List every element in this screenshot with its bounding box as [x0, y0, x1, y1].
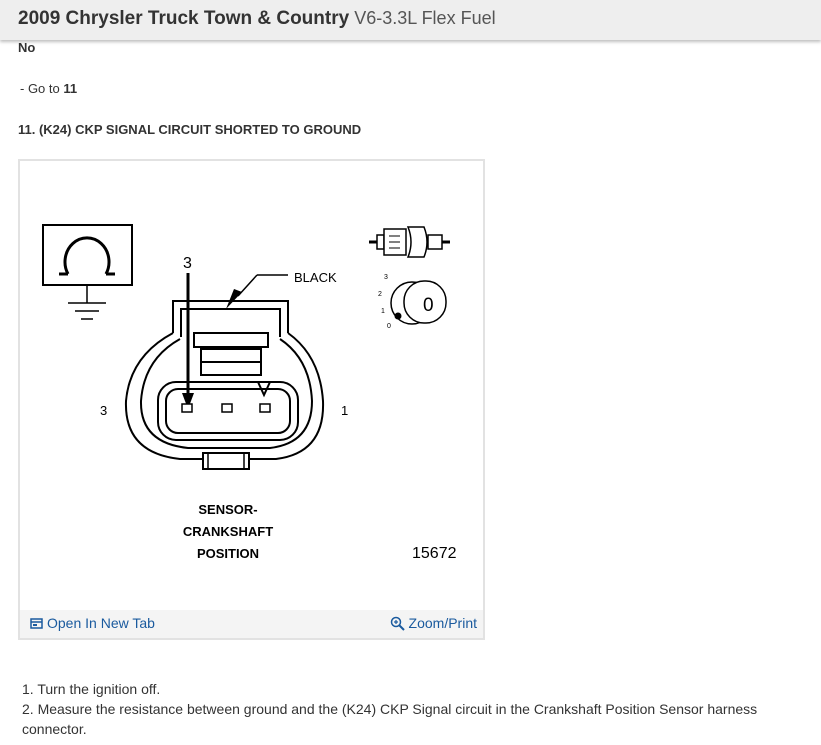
- ignition-pos-1: 1: [381, 308, 385, 315]
- ignition-pos-3: 3: [384, 274, 388, 281]
- open-in-new-tab-link[interactable]: Open In New Tab: [30, 615, 155, 631]
- caption-line-2: CRANKSHAFT: [183, 524, 273, 539]
- ignition-pos-0: 0: [387, 323, 391, 330]
- step-item: 1. Turn the ignition off.: [22, 681, 161, 697]
- key-position-label: 0: [423, 295, 434, 316]
- wire-color-label: BLACK: [294, 270, 337, 285]
- right-pin-label: 1: [341, 403, 348, 418]
- step-heading: 11. (K24) CKP SIGNAL CIRCUIT SHORTED TO …: [18, 122, 362, 137]
- figure-number: 15672: [412, 545, 457, 562]
- instruction-steps: 1. Turn the ignition off. 2. Measure the…: [18, 679, 798, 739]
- open-in-new-tab-label: Open In New Tab: [47, 615, 155, 631]
- ckp-connector-diagram[interactable]: 3 2 1 0 0 3 BLACK: [20, 161, 483, 613]
- caption-line-3: POSITION: [197, 546, 259, 561]
- answer-no: No: [18, 40, 36, 55]
- vehicle-title: 2009 Chrysler Truck Town & Country: [18, 8, 350, 29]
- connector-icon: [369, 226, 450, 258]
- goto-prefix: - Go to: [20, 81, 60, 96]
- caption-line-1: SENSOR-: [198, 502, 257, 517]
- figure-toolbar: Open In New Tab Zoom/Print: [20, 610, 483, 638]
- connector-body: [124, 300, 325, 470]
- figure-panel: 3 2 1 0 0 3 BLACK: [18, 159, 485, 640]
- ignition-key-icon: 3 2 1 0 0: [378, 274, 447, 330]
- zoom-print-link[interactable]: Zoom/Print: [390, 615, 477, 631]
- zoom-print-label: Zoom/Print: [408, 615, 477, 631]
- callout-pin-number: 3: [183, 255, 192, 272]
- ignition-pos-2: 2: [378, 291, 382, 298]
- goto-line: - Go to 11: [20, 81, 77, 96]
- left-pin-label: 3: [100, 403, 107, 418]
- zoom-icon: [390, 616, 405, 631]
- ohmmeter-icon: [42, 224, 133, 320]
- open-tab-icon: [30, 617, 43, 629]
- step-item: 2. Measure the resistance between ground…: [22, 701, 758, 737]
- engine-subtitle: V6-3.3L Flex Fuel: [354, 8, 496, 28]
- goto-step-link[interactable]: 11: [63, 81, 78, 96]
